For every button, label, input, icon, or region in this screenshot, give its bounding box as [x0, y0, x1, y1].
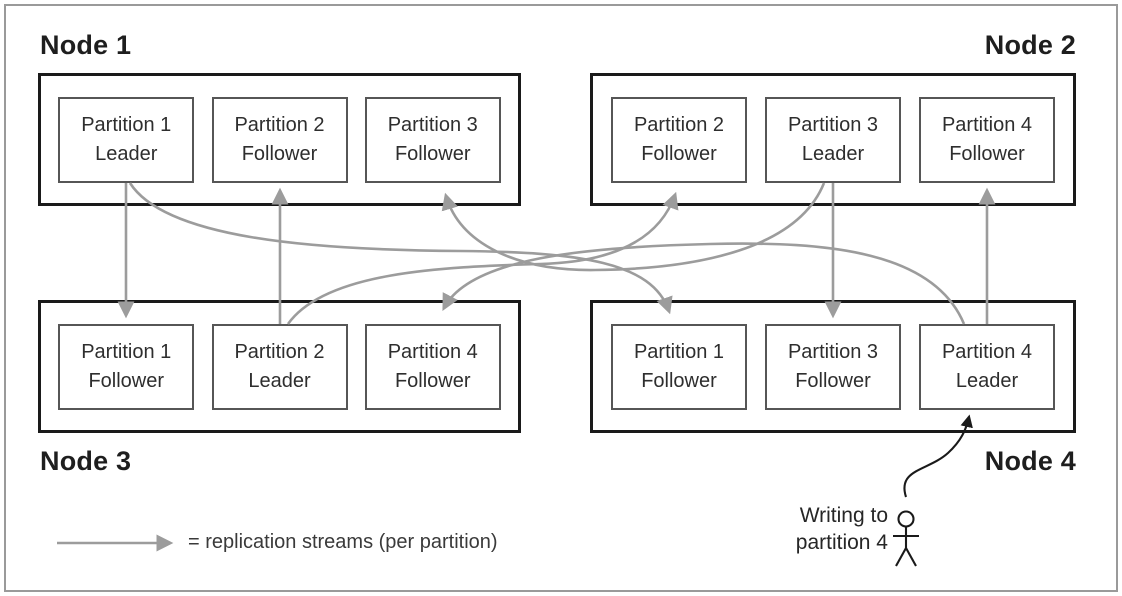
person-icon — [893, 510, 919, 567]
partition-name: Partition 3 — [387, 114, 478, 137]
node-3-box: Partition 1 Follower Partition 2 Leader … — [38, 300, 521, 433]
partition-name: Partition 1 — [81, 114, 172, 137]
partition-role: Leader — [95, 142, 158, 165]
node-4-label: Node 4 — [984, 446, 1076, 476]
writer-caption-line2: partition 4 — [795, 531, 888, 555]
partition-name: Partition 4 — [941, 114, 1033, 137]
writer-caption: Writing to partition 4 — [688, 502, 888, 557]
legend-label: = replication streams (per partition) — [188, 531, 498, 553]
partition-box-n3-p2: Partition 2 Leader — [211, 323, 348, 410]
partition-role: Leader — [955, 369, 1019, 392]
partition-name: Partition 2 — [234, 114, 325, 137]
partition-role: Follower — [641, 142, 717, 165]
partition-name: Partition 3 — [787, 114, 879, 137]
partition-box-n2-p4: Partition 4 Follower — [919, 96, 1055, 183]
partition-name: Partition 2 — [234, 341, 325, 364]
partition-role: Follower — [641, 369, 717, 392]
partition-role: Follower — [394, 142, 471, 165]
partition-box-n1-p1: Partition 1 Leader — [58, 96, 195, 183]
writer-caption-line1: Writing to — [799, 504, 888, 527]
node-1-label: Node 1 — [40, 30, 132, 60]
partition-role: Follower — [795, 369, 871, 392]
partition-box-n3-p4: Partition 4 Follower — [364, 323, 501, 410]
partition-role: Follower — [949, 142, 1025, 165]
partition-name: Partition 3 — [787, 341, 879, 364]
partition-name: Partition 2 — [633, 114, 725, 137]
partition-name: Partition 4 — [941, 341, 1033, 364]
partition-box-n4-p3: Partition 3 Follower — [765, 323, 901, 410]
partition-box-n2-p2: Partition 2 Follower — [611, 96, 747, 183]
partition-role: Leader — [801, 142, 865, 165]
node-1-box: Partition 1 Leader Partition 2 Follower … — [38, 73, 521, 206]
partition-box-n3-p1: Partition 1 Follower — [58, 323, 195, 410]
partition-box-n1-p2: Partition 2 Follower — [211, 96, 348, 183]
partition-role: Follower — [88, 369, 165, 392]
partition-name: Partition 1 — [633, 341, 725, 364]
partition-role: Leader — [248, 369, 311, 392]
node-3-label: Node 3 — [40, 446, 132, 476]
node-2-label: Node 2 — [984, 30, 1076, 60]
partition-role: Follower — [394, 369, 471, 392]
partition-box-n2-p3: Partition 3 Leader — [765, 96, 901, 183]
node-2-box: Partition 2 Follower Partition 3 Leader … — [590, 73, 1076, 206]
partition-name: Partition 1 — [81, 341, 172, 364]
partition-box-n1-p3: Partition 3 Follower — [364, 96, 501, 183]
partition-role: Follower — [241, 142, 318, 165]
partition-box-n4-p1: Partition 1 Follower — [611, 323, 747, 410]
partition-name: Partition 4 — [387, 341, 478, 364]
partition-box-n4-p4: Partition 4 Leader — [919, 323, 1055, 410]
node-4-box: Partition 1 Follower Partition 3 Followe… — [590, 300, 1076, 433]
